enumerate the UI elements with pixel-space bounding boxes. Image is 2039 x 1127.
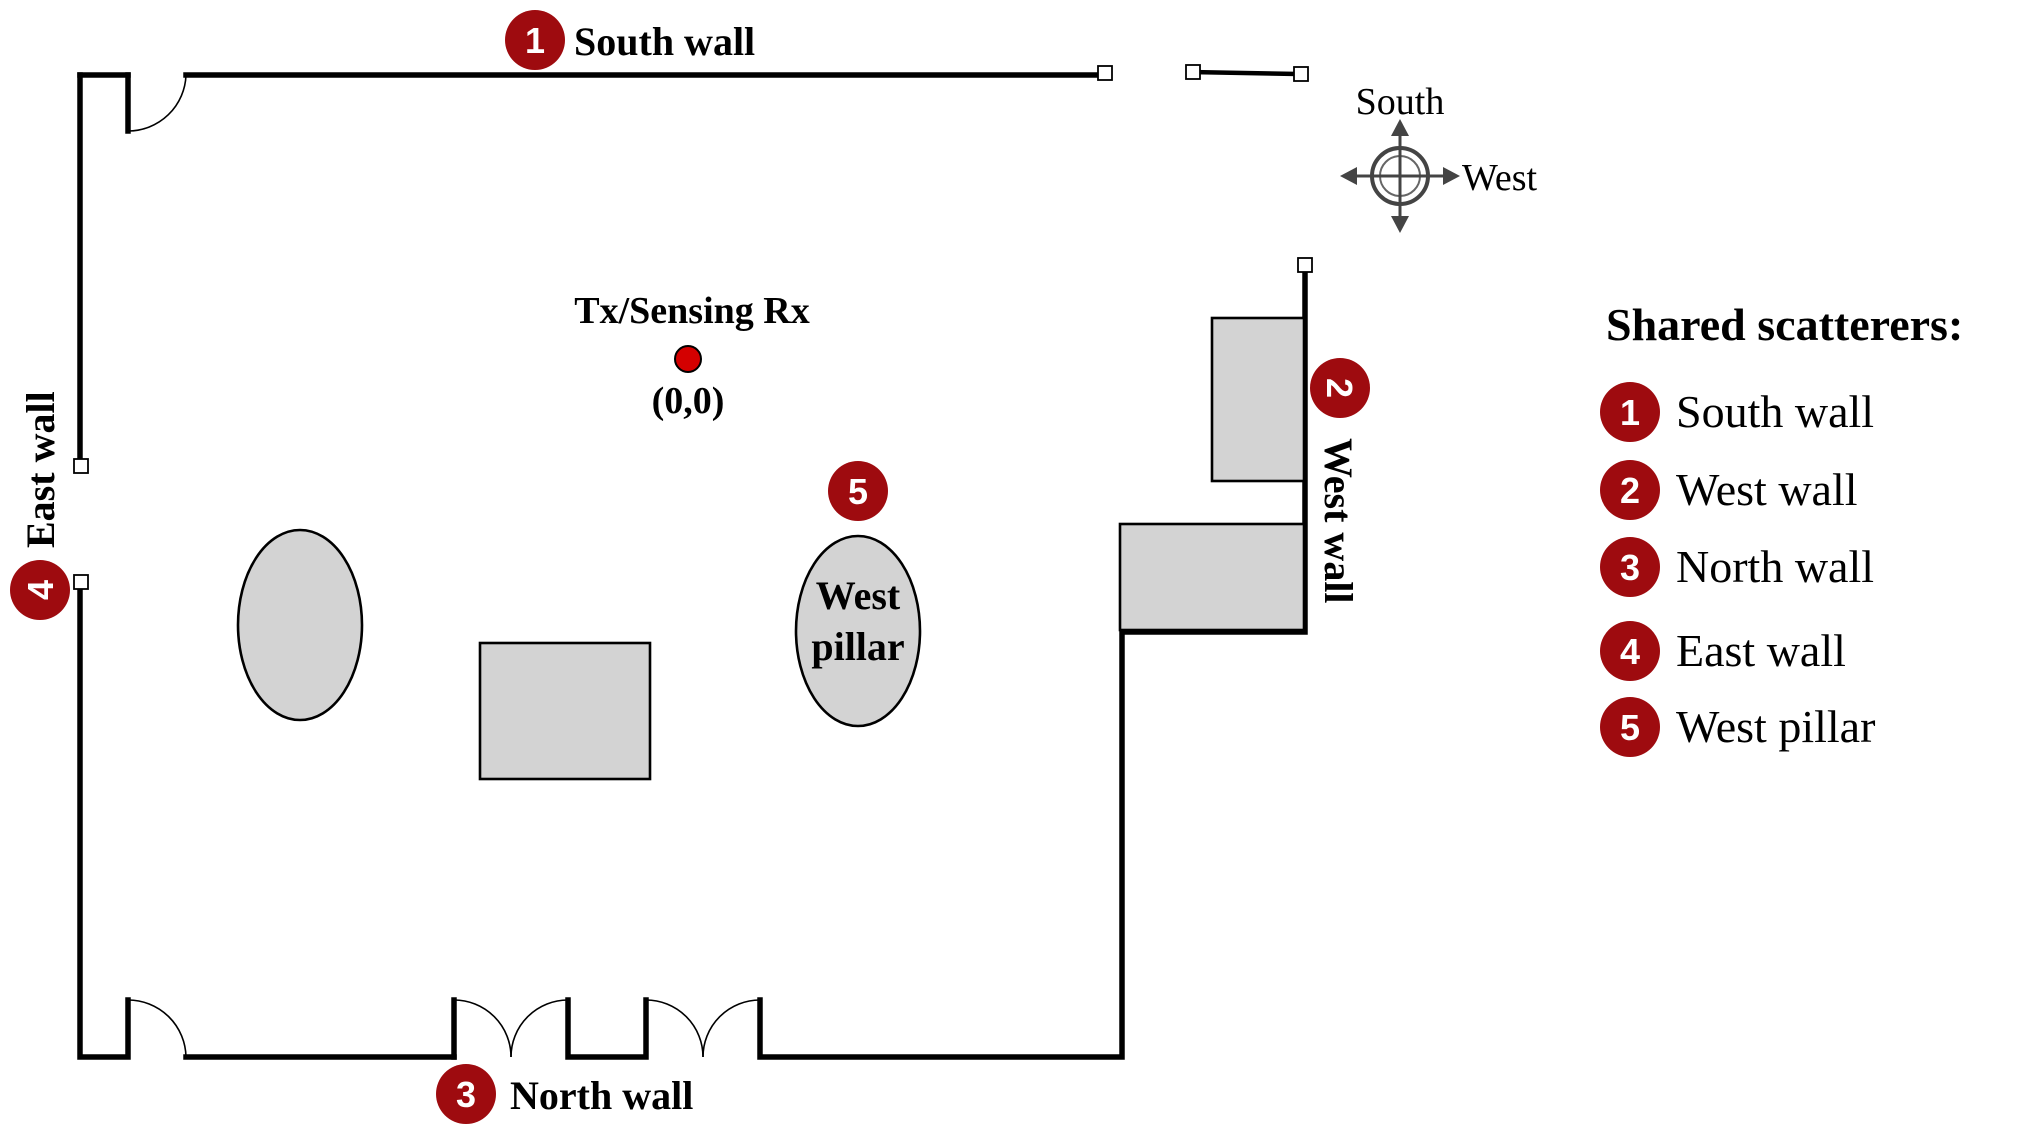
door-double-2-left	[645, 999, 704, 1058]
door-double-2-right	[702, 999, 761, 1058]
tx-label: Tx/Sensing Rx	[574, 290, 809, 332]
marker-number: 4	[20, 580, 61, 600]
legend: Shared scatterers: 1 South wall 2 West w…	[1600, 299, 1963, 757]
door-bottom-left	[127, 999, 187, 1058]
legend-marker-number: 4	[1620, 631, 1640, 672]
north-wall-label: North wall	[510, 1073, 693, 1118]
legend-marker-number: 3	[1620, 547, 1640, 588]
marker-south-wall: 1	[505, 10, 565, 70]
east-wall-label: East wall	[18, 391, 63, 548]
door-double-1-right	[510, 999, 569, 1058]
legend-item: 4 East wall	[1600, 621, 1846, 681]
north-wall-seg-3	[565, 997, 649, 1060]
center-table	[478, 641, 652, 781]
marker-number: 1	[525, 20, 545, 61]
compass-label-right: West	[1462, 157, 1537, 199]
legend-marker-number: 1	[1620, 392, 1640, 433]
south-wall-label: South wall	[574, 19, 755, 64]
marker-circle	[10, 560, 70, 620]
legend-marker-number: 2	[1620, 470, 1640, 511]
compass-arrow-left	[1340, 167, 1357, 185]
west-wall-label: West wall	[1316, 438, 1361, 604]
legend-item-label: West wall	[1676, 464, 1858, 515]
legend-title: Shared scatterers:	[1606, 299, 1963, 350]
marker-number: 3	[456, 1074, 476, 1115]
legend-marker	[1600, 460, 1660, 520]
west-pillar	[794, 534, 922, 728]
wall-end-nodes	[73, 64, 1313, 590]
door-top-left	[127, 74, 187, 132]
legend-marker	[1600, 621, 1660, 681]
compass-arrow-right	[1443, 167, 1460, 185]
tx-point	[674, 345, 702, 373]
furniture	[236, 316, 1306, 781]
legend-marker	[1600, 697, 1660, 757]
marker-west-wall: 2	[1310, 358, 1370, 418]
door-double-1-left	[453, 999, 512, 1058]
compass-label-top: South	[1356, 81, 1445, 123]
marker-circle	[436, 1064, 496, 1124]
legend-marker	[1600, 382, 1660, 442]
legend-item: 3 North wall	[1600, 537, 1874, 597]
left-pillar	[236, 528, 364, 722]
marker-circle	[828, 461, 888, 521]
doors	[127, 74, 761, 1058]
legend-item-label: North wall	[1676, 541, 1874, 592]
legend-marker-number: 5	[1620, 707, 1640, 748]
compass-icon	[1340, 119, 1460, 233]
legend-item-label: East wall	[1676, 625, 1846, 676]
node	[73, 574, 89, 590]
compass-arrow-down	[1391, 216, 1409, 233]
marker-number: 5	[848, 471, 868, 512]
marker-number: 2	[1319, 378, 1360, 398]
west-pillar-label-line2: pillar	[811, 624, 904, 669]
node	[1297, 257, 1313, 273]
marker-north-wall: 3	[436, 1064, 496, 1124]
node	[1293, 66, 1309, 82]
node	[73, 458, 89, 474]
west-cabinet-lower	[1118, 522, 1306, 632]
east-wall-lower	[77, 577, 131, 1060]
marker-circle	[505, 10, 565, 70]
south-wall-segment-right	[1189, 69, 1299, 77]
marker-west-pillar: 5	[828, 461, 888, 521]
legend-item: 2 West wall	[1600, 460, 1858, 520]
west-pillar-label-line1: West	[816, 573, 901, 618]
legend-item-label: West pillar	[1676, 701, 1875, 752]
west-cabinet-upper	[1210, 316, 1306, 483]
legend-item: 1 South wall	[1600, 382, 1874, 442]
marker-east-wall: 4	[10, 560, 70, 620]
node	[1185, 64, 1201, 80]
legend-marker	[1600, 537, 1660, 597]
marker-circle	[1310, 358, 1370, 418]
legend-item-label: South wall	[1676, 386, 1874, 437]
legend-item: 5 West pillar	[1600, 697, 1875, 757]
node	[1097, 65, 1113, 81]
compass-arrow-up	[1391, 119, 1409, 136]
origin-label: (0,0)	[652, 380, 725, 422]
